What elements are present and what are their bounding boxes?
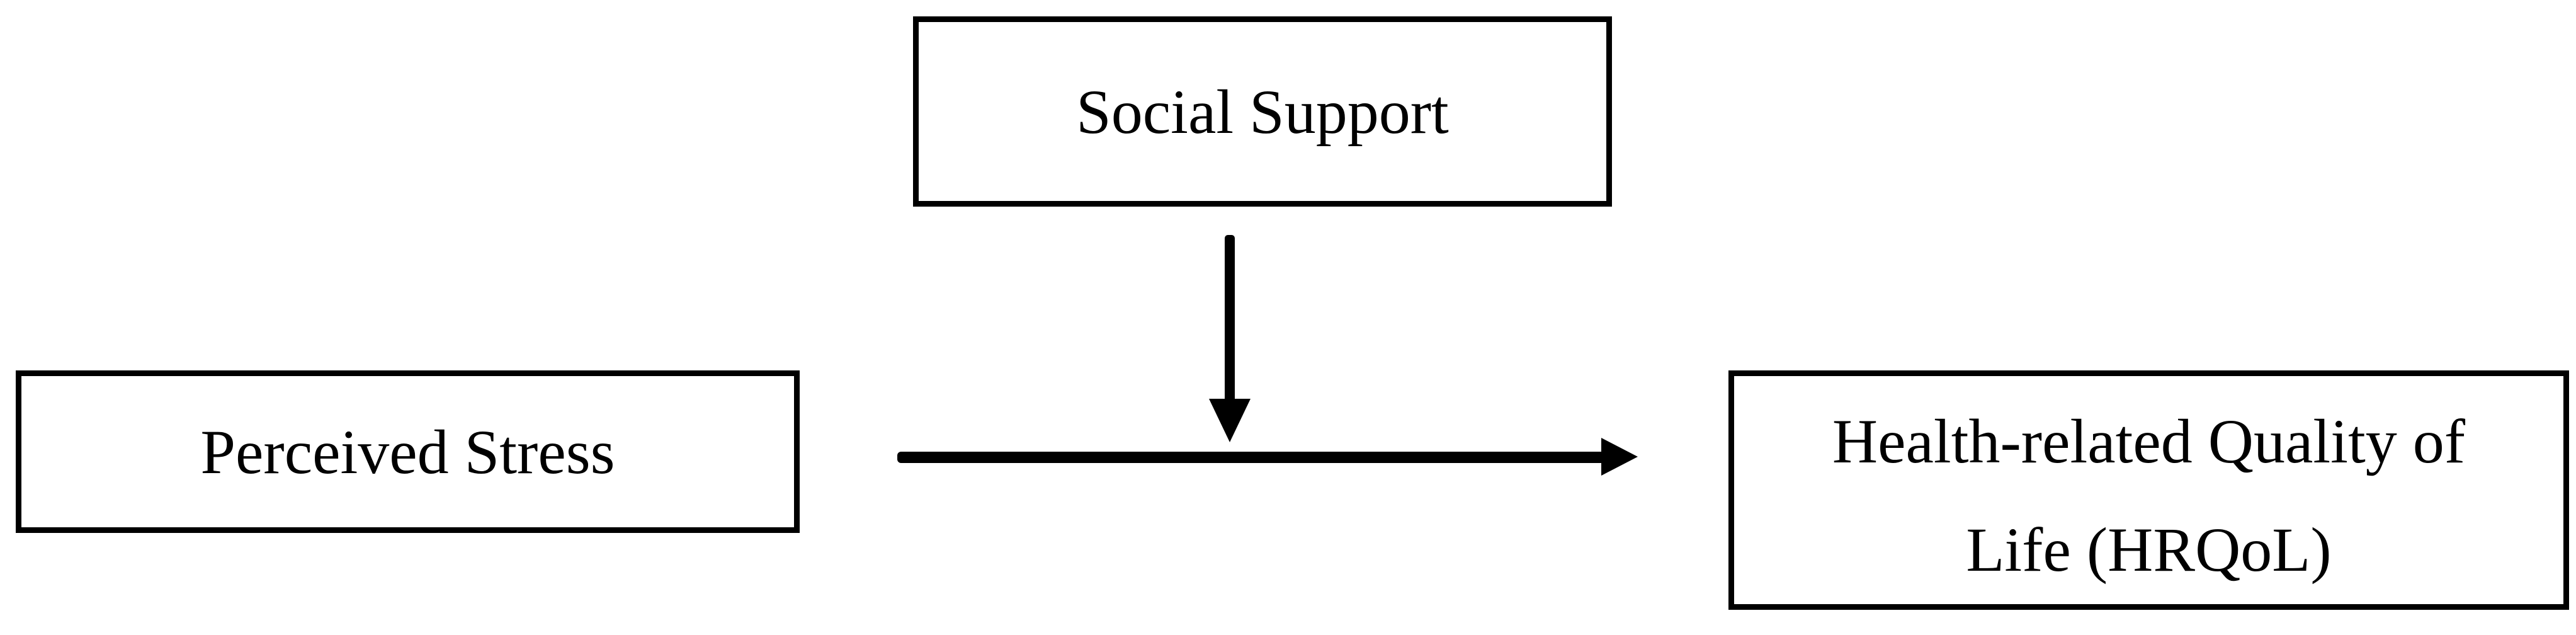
arrowhead-down-icon <box>1209 399 1251 442</box>
predictor-label: Perceived Stress <box>200 416 615 487</box>
arrowhead-right-icon <box>1601 438 1638 476</box>
direct-effect-arrow-stem <box>897 452 1603 463</box>
moderator-label: Social Support <box>1076 76 1449 147</box>
outcome-label-line-2: Life (HRQoL) <box>1966 515 2332 585</box>
predictor-box-perceived-stress: Perceived Stress <box>16 370 800 533</box>
moderator-box-social-support: Social Support <box>913 16 1612 207</box>
outcome-label-line-1: Health-related Quality of <box>1832 406 2466 476</box>
moderation-arrow-stem <box>1225 235 1235 406</box>
outcome-box-hrqol: Health-related Quality of Life (HRQoL) <box>1728 370 2569 610</box>
